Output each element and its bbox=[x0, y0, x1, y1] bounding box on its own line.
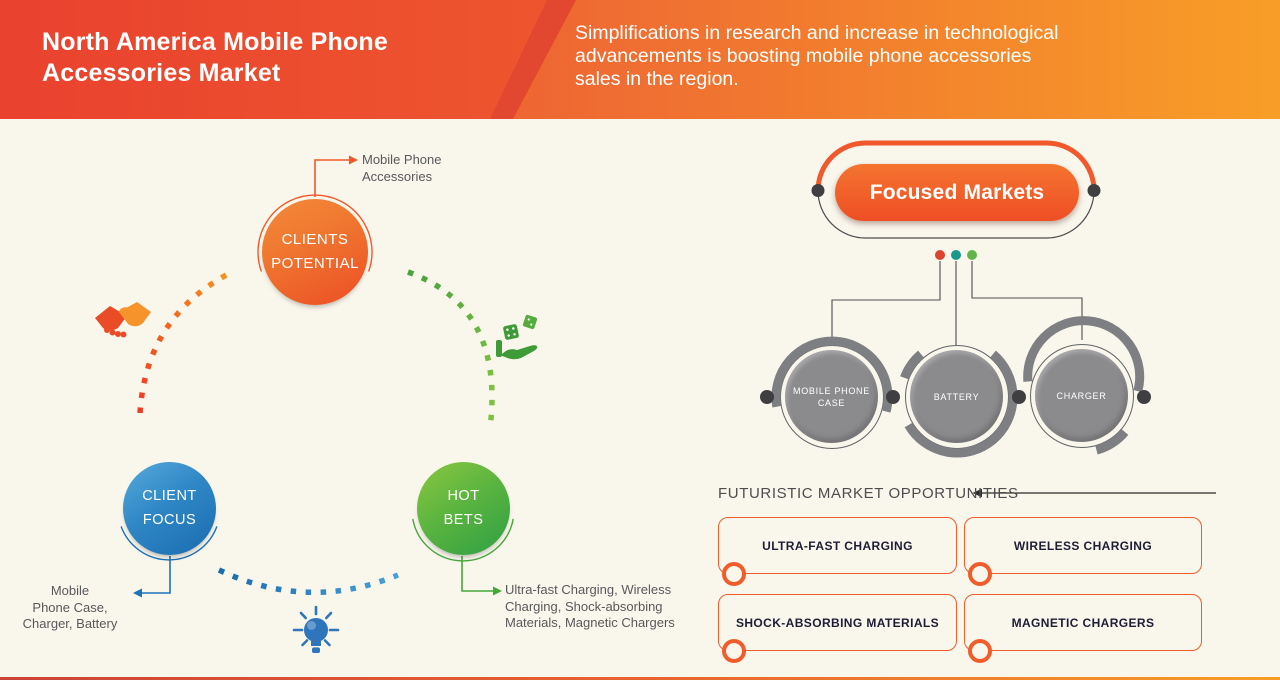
header-banner: North America Mobile Phone Accessories M… bbox=[0, 0, 1280, 119]
arrowhead-hot-bets bbox=[493, 586, 502, 596]
bottom-gradient-strip bbox=[0, 677, 1280, 680]
corner-ring-icon bbox=[968, 639, 992, 663]
lightbulb-highlight bbox=[307, 621, 316, 630]
annotation-hot-bets: Ultra-fast Charging, Wireless Charging, … bbox=[505, 582, 675, 630]
lightbulb-rays bbox=[292, 605, 340, 647]
connector-clients-potential bbox=[314, 159, 349, 197]
opportunity-label: WIRELESS CHARGING bbox=[1013, 538, 1153, 553]
row-dot-4 bbox=[1137, 390, 1151, 404]
opportunity-box-magnetic-chargers: MAGNETIC CHARGERS bbox=[964, 594, 1202, 663]
hand-arm bbox=[496, 340, 502, 357]
stadium-top-arc bbox=[815, 140, 1097, 191]
opportunities-heading: FUTURISTIC MARKET OPPORTUNITIES bbox=[718, 485, 1019, 502]
market-node-mobile-phone-case: MOBILE PHONE CASE bbox=[785, 350, 878, 443]
opportunity-label: ULTRA-FAST CHARGING bbox=[762, 538, 913, 553]
stadium-bottom-arc bbox=[817, 190, 1095, 239]
row-dot-3 bbox=[1012, 390, 1026, 404]
thick-arc-mobile-phone-case bbox=[771, 336, 893, 413]
page-title: North America Mobile Phone Accessories M… bbox=[42, 28, 388, 87]
cycle-node-hot-bets: HOT BETS bbox=[417, 462, 510, 555]
thick-arc-charger bbox=[1023, 316, 1145, 393]
handshake-right-arm bbox=[119, 302, 151, 327]
thick-arc-charger-2 bbox=[1095, 428, 1129, 455]
dotted-arc-blue bbox=[217, 567, 400, 595]
handshake-thumb bbox=[119, 307, 129, 314]
focused-markets-pill: Focused Markets bbox=[835, 164, 1079, 221]
ring-client-focus bbox=[120, 526, 218, 561]
handshake-fingers bbox=[104, 327, 127, 338]
tree-dot-green bbox=[967, 250, 977, 260]
handshake-icon bbox=[95, 302, 151, 338]
header-gradient-left bbox=[0, 0, 547, 119]
cycle-node-client-focus: CLIENT FOCUS bbox=[123, 462, 216, 555]
lightbulb-globe bbox=[304, 618, 328, 642]
opportunity-label: SHOCK-ABSORBING MATERIALS bbox=[735, 615, 940, 630]
die-1 bbox=[503, 324, 519, 340]
opportunity-box-shock-absorbing-materials: SHOCK-ABSORBING MATERIALS bbox=[718, 594, 957, 663]
lightbulb-gap bbox=[310, 646, 322, 648]
annotation-client-focus: Mobile Phone Case, Charger, Battery bbox=[22, 583, 118, 631]
opportunity-box-ultra-fast-charging: ULTRA-FAST CHARGING bbox=[718, 517, 957, 586]
corner-ring-icon bbox=[722, 562, 746, 586]
tree-dot-red bbox=[935, 250, 945, 260]
corner-ring-icon bbox=[722, 639, 746, 663]
stadium-right-dot bbox=[1087, 184, 1101, 197]
thick-arc-battery bbox=[904, 350, 1018, 458]
row-dot-2 bbox=[886, 390, 900, 404]
thick-arc-battery-2 bbox=[900, 350, 925, 380]
row-dot-1 bbox=[760, 390, 774, 404]
hand-palm bbox=[502, 345, 538, 360]
handshake-left-arm bbox=[95, 306, 127, 331]
corner-ring-icon bbox=[968, 562, 992, 586]
lightbulb-icon bbox=[292, 605, 340, 653]
market-node-charger: CHARGER bbox=[1035, 349, 1128, 442]
annotation-clients-potential: Mobile Phone Accessories bbox=[362, 152, 442, 184]
connector-client-focus bbox=[142, 556, 171, 594]
ring-hot-bets bbox=[412, 518, 514, 562]
arrowhead-client-focus bbox=[133, 588, 142, 598]
die-2 bbox=[522, 314, 538, 330]
tree-line-left bbox=[831, 261, 941, 342]
stadium-left-dot bbox=[811, 184, 825, 197]
page-subtitle: Simplifications in research and increase… bbox=[575, 22, 1059, 90]
lightbulb-base bbox=[312, 647, 320, 653]
dice-hand-icon bbox=[496, 314, 538, 360]
lightbulb-neck bbox=[311, 641, 321, 646]
dotted-arc-green bbox=[407, 269, 495, 429]
connector-hot-bets bbox=[461, 556, 493, 592]
opportunity-label: MAGNETIC CHARGERS bbox=[1011, 615, 1155, 630]
tree-dot-teal bbox=[951, 250, 961, 260]
outline-charger bbox=[1030, 344, 1134, 448]
cycle-node-clients-potential: CLIENTS POTENTIAL bbox=[262, 199, 368, 305]
opportunity-box-wireless-charging: WIRELESS CHARGING bbox=[964, 517, 1202, 586]
dotted-arc-orange bbox=[137, 270, 232, 414]
market-node-battery: BATTERY bbox=[910, 350, 1003, 443]
arrowhead-clients-potential bbox=[349, 155, 358, 165]
heading-arrowhead bbox=[972, 488, 982, 498]
